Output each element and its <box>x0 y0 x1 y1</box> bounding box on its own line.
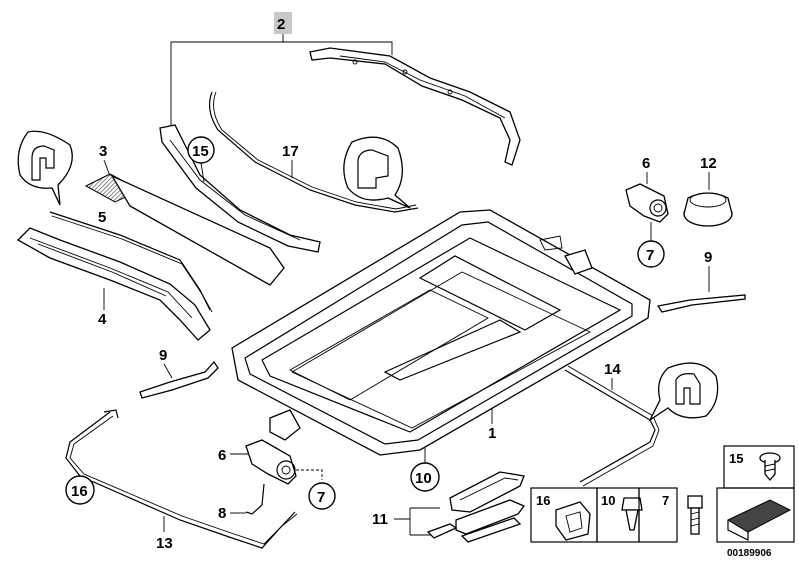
label-3: 3 <box>99 143 107 160</box>
wind-deflector-4 <box>16 227 211 341</box>
seal-profile-detail-left <box>17 130 73 206</box>
drain-hose-9-left <box>139 360 219 399</box>
motor-bracket-upper <box>625 183 669 223</box>
label-9-right: 9 <box>704 249 712 266</box>
label-13: 13 <box>156 535 173 552</box>
seal-17 <box>208 91 419 213</box>
label-4: 4 <box>98 311 107 328</box>
right-frame-rail <box>309 47 521 166</box>
label-5: 5 <box>98 209 106 226</box>
callout-7-lower <box>308 482 336 510</box>
seal-13 <box>65 411 296 549</box>
seal-strip-icon <box>726 499 792 541</box>
label-6-lower: 6 <box>218 447 226 464</box>
legend-cell-7 <box>638 487 678 543</box>
label-1: 1 <box>488 425 496 442</box>
label-2-highlight <box>274 12 292 34</box>
bolt-7-icon <box>687 495 703 535</box>
label-10: 10 <box>415 470 432 487</box>
legend-label-7: 7 <box>662 493 669 508</box>
label-15-upper: 15 <box>192 143 209 160</box>
label-7-lower: 7 <box>317 489 325 506</box>
screw-15-icon <box>759 452 781 482</box>
part-number: 00189906 <box>727 548 772 559</box>
label-16: 16 <box>71 483 88 500</box>
bolt-10-icon <box>621 497 643 531</box>
legend-label-10: 10 <box>601 493 615 508</box>
seal-strip-5 <box>49 211 211 311</box>
left-frame-rail <box>159 124 321 253</box>
label-6-upper: 6 <box>642 155 650 172</box>
label-7-upper: 7 <box>646 247 654 264</box>
label-2: 2 <box>277 16 285 33</box>
label-14: 14 <box>604 361 621 378</box>
drain-hose-9-right <box>656 294 746 313</box>
fastener-legend: 15 16 10 7 <box>530 445 795 543</box>
label-11: 11 <box>372 511 388 528</box>
grommet-12 <box>683 192 733 227</box>
label-8: 8 <box>218 505 226 522</box>
label-12: 12 <box>700 155 717 172</box>
frame-bracket-group: 2 <box>170 12 393 128</box>
callout-16 <box>65 475 95 505</box>
label-9-left: 9 <box>159 347 167 364</box>
legend-cell-seal <box>716 487 795 543</box>
guide-slide-11 <box>426 471 526 543</box>
legend-label-16: 16 <box>536 493 550 508</box>
seal-profile-detail-14 <box>648 362 719 422</box>
sunroof-frame-1 <box>231 209 651 456</box>
label-17: 17 <box>282 143 299 160</box>
clip-16-icon <box>555 501 591 541</box>
seal-14 <box>564 369 656 483</box>
seal-profile-detail-right <box>343 136 411 209</box>
legend-label-15: 15 <box>729 451 743 466</box>
drive-motor-lower <box>245 439 297 515</box>
